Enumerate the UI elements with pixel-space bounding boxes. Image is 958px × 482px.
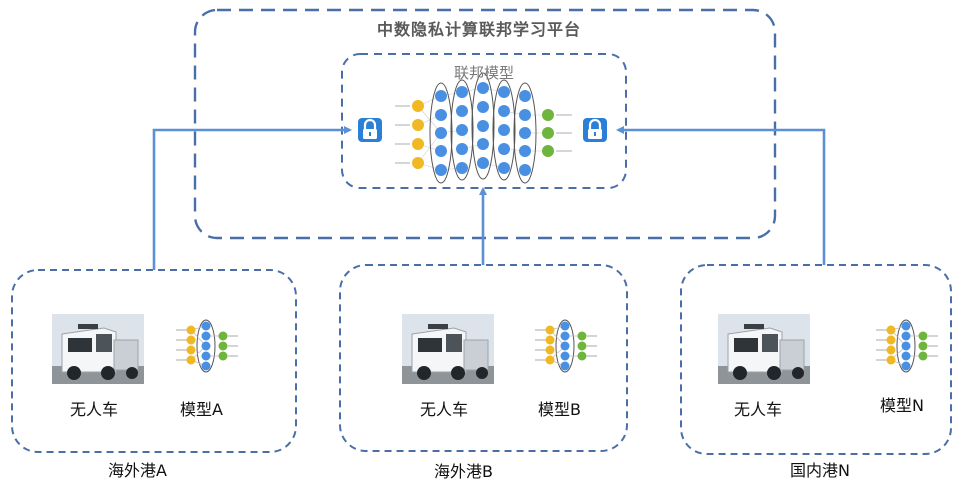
federated-model-title: 联邦模型	[453, 64, 514, 82]
port-box-n	[680, 264, 952, 455]
left-lock-icon	[356, 116, 384, 144]
vehicle-image-b	[401, 313, 495, 385]
vehicle-image-n	[717, 313, 811, 385]
port-label-b: 海外港B	[434, 462, 493, 481]
vehicle-label-a: 无人车	[70, 400, 119, 419]
federated-model-box	[341, 53, 627, 189]
vehicle-label-b: 无人车	[420, 400, 469, 419]
platform-container	[193, 8, 777, 240]
model-label-b: 模型B	[538, 400, 581, 419]
port-box-a	[11, 269, 297, 453]
right-lock-icon	[581, 116, 609, 144]
model-label-n: 模型N	[880, 396, 924, 415]
platform-title: 中数隐私计算联邦学习平台	[376, 20, 581, 39]
port-box-b	[339, 264, 628, 452]
connector-arrow-right	[616, 126, 826, 265]
model-network-icon-n	[875, 319, 939, 373]
port-label-a: 海外港A	[108, 461, 167, 480]
port-label-n: 国内港N	[790, 461, 850, 480]
model-network-icon-b	[534, 319, 598, 373]
model-network-icon-a	[175, 319, 239, 373]
vehicle-image-a	[51, 313, 145, 385]
federated-network-graphic	[395, 72, 572, 184]
vehicle-label-n: 无人车	[734, 400, 783, 419]
connector-arrow-left	[152, 126, 352, 270]
model-label-a: 模型A	[180, 400, 223, 419]
